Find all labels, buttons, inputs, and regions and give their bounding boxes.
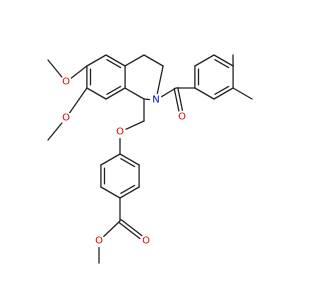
bond-aromatic-inner: [106, 85, 122, 95]
bond-aromatic: [213, 87, 234, 100]
atom-label-o-ester-carbonyl: O: [142, 236, 150, 247]
bond-single: [194, 54, 215, 67]
bond-single: [86, 54, 107, 67]
bond-single: [70, 65, 88, 79]
atom-layer: O O N O O O O: [60, 76, 188, 247]
bond-aromatic: [213, 54, 234, 67]
bond-single: [156, 65, 164, 95]
atom-label-o-methoxy-top: O: [62, 77, 70, 88]
atom-o-carbonyl-amide: O: [176, 111, 188, 123]
bond-single: [47, 122, 63, 141]
molecule-structure: O O N O O O O: [47, 54, 253, 264]
bond-aromatic-inner: [214, 85, 230, 95]
bond-aromatic: [119, 186, 140, 199]
bond-aromatic-inner: [120, 158, 136, 168]
bond-single: [160, 87, 177, 98]
bond-carbonyl: [118, 221, 141, 240]
bond-single: [124, 87, 145, 100]
bond-aromatic: [105, 87, 126, 100]
atom-o-ether: O: [114, 126, 126, 138]
bond-layer: [47, 54, 253, 264]
atom-label-o-ester: O: [95, 236, 103, 247]
bond-single: [86, 87, 107, 100]
atom-n-ring: N: [150, 94, 162, 106]
atom-label-n-ring: N: [152, 95, 159, 106]
bond-single: [100, 153, 121, 166]
bond-single: [143, 98, 151, 101]
bond-single: [232, 87, 253, 100]
bond-single: [69, 87, 88, 114]
atom-o-methoxy-bottom: O: [60, 112, 72, 124]
atom-o-ester-carbonyl: O: [140, 235, 152, 247]
bond-aromatic-inner: [214, 59, 230, 69]
bond-carbonyl-inner: [177, 86, 184, 111]
atom-o-methoxy-top: O: [60, 76, 72, 88]
bond-single: [103, 220, 121, 238]
bond-single: [47, 59, 63, 78]
bond-carbonyl: [173, 87, 180, 112]
atom-label-o-methoxy-bottom: O: [62, 113, 70, 124]
atom-label-o-ether: O: [116, 127, 124, 138]
atom-label-o-carbonyl-amide: O: [178, 112, 186, 123]
bond-single: [124, 54, 145, 67]
bond-single: [100, 186, 121, 199]
bond-aromatic-inner: [120, 184, 136, 194]
bond-single: [125, 120, 145, 130]
bond-aromatic: [119, 153, 140, 166]
bond-single: [143, 54, 164, 67]
bond-single: [194, 87, 215, 100]
bond-aromatic-inner: [106, 59, 122, 69]
atom-o-ester: O: [93, 235, 105, 247]
bond-carbonyl-inner: [120, 218, 143, 237]
bond-aromatic: [105, 54, 126, 67]
